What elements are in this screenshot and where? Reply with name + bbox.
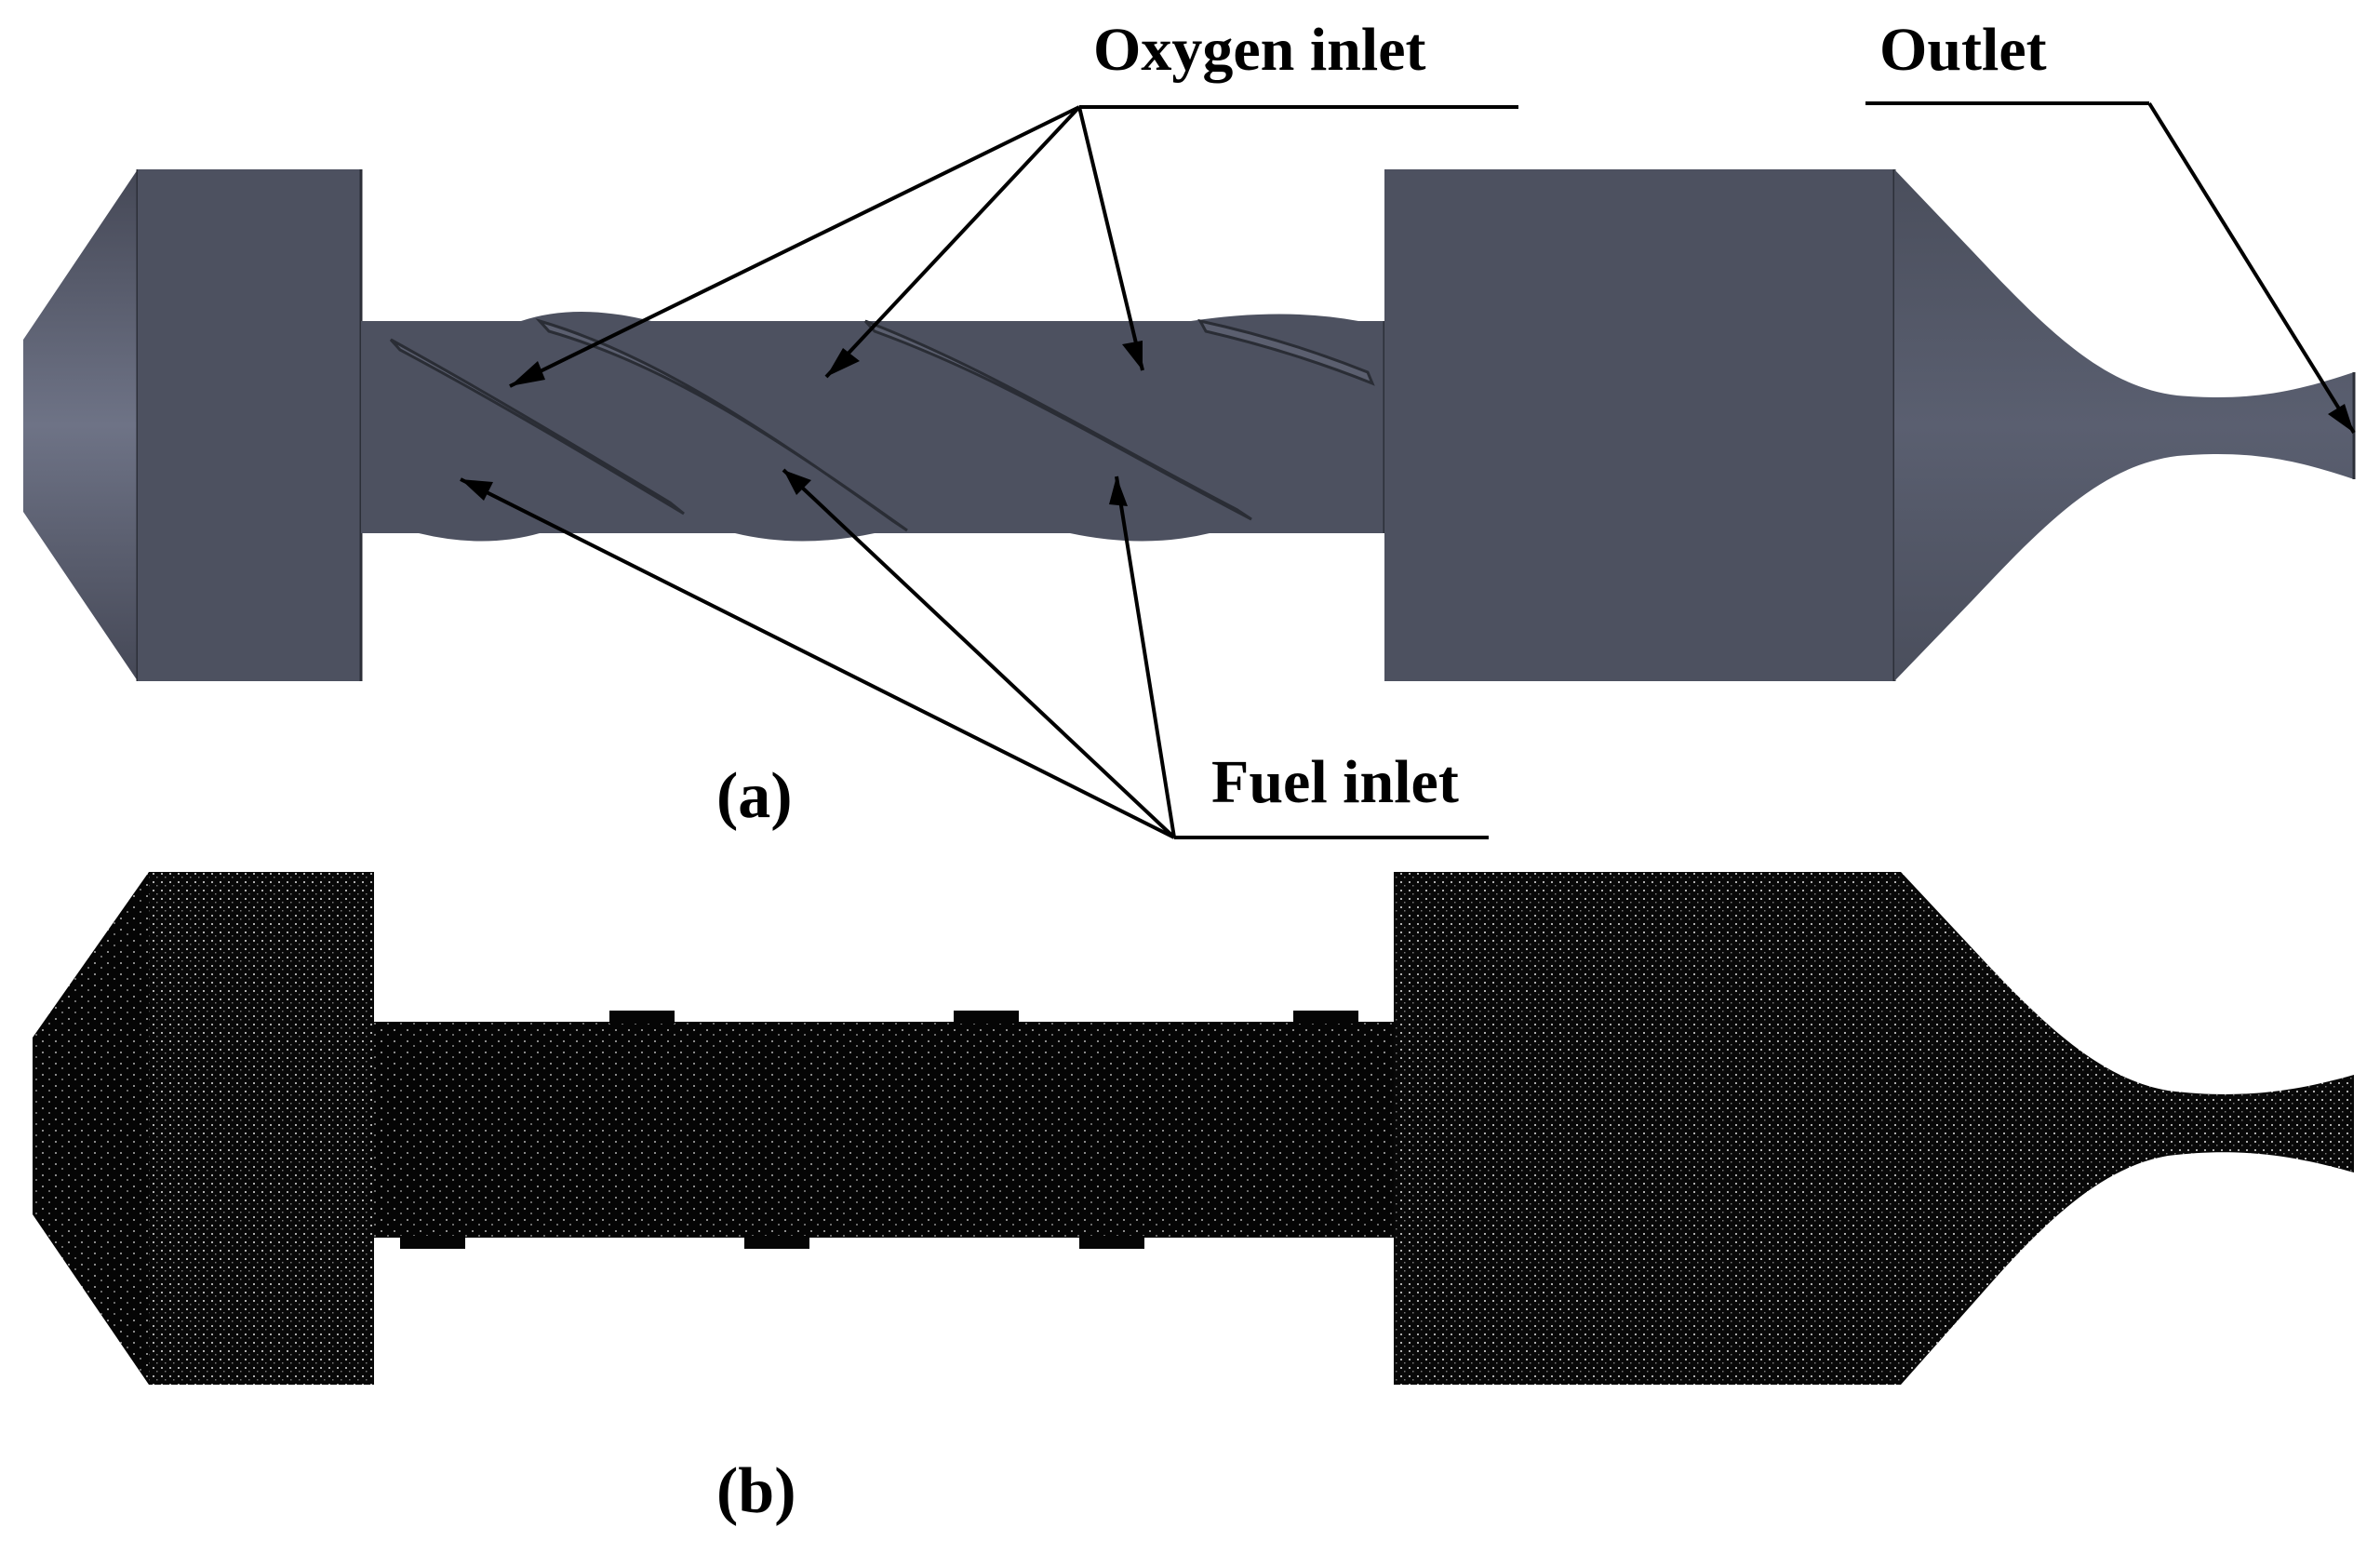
mesh-right-chamber: [1394, 872, 1901, 1385]
outlet-callout: Outlet: [1865, 16, 2356, 435]
oxygen-inlet-label: Oxygen inlet: [1093, 16, 1426, 84]
mesh-outlet-nozzle: [1901, 872, 2354, 1385]
left-cone: [23, 169, 138, 681]
oxygen-inlet-callout: Oxygen inlet: [509, 16, 1518, 388]
panel-a-geometry: [23, 169, 2356, 681]
mesh-central-pipe: [374, 1022, 1394, 1238]
outlet-label: Outlet: [1879, 16, 2047, 84]
panel-b-mesh: [33, 872, 2354, 1385]
outlet-nozzle: [1894, 169, 2354, 681]
left-chamber: [138, 169, 361, 681]
fuel-inlet-callout: Fuel inlet: [460, 468, 1489, 839]
mesh-left-cone: [33, 872, 149, 1385]
right-chamber: [1384, 169, 1894, 681]
central-pipe: [361, 321, 1384, 533]
fuel-inlet-label: Fuel inlet: [1211, 748, 1459, 816]
mesh-left-chamber: [149, 872, 374, 1385]
panel-a-label: (a): [716, 760, 793, 832]
panel-b-label: (b): [716, 1455, 796, 1527]
helical-grooves: [389, 318, 1375, 532]
